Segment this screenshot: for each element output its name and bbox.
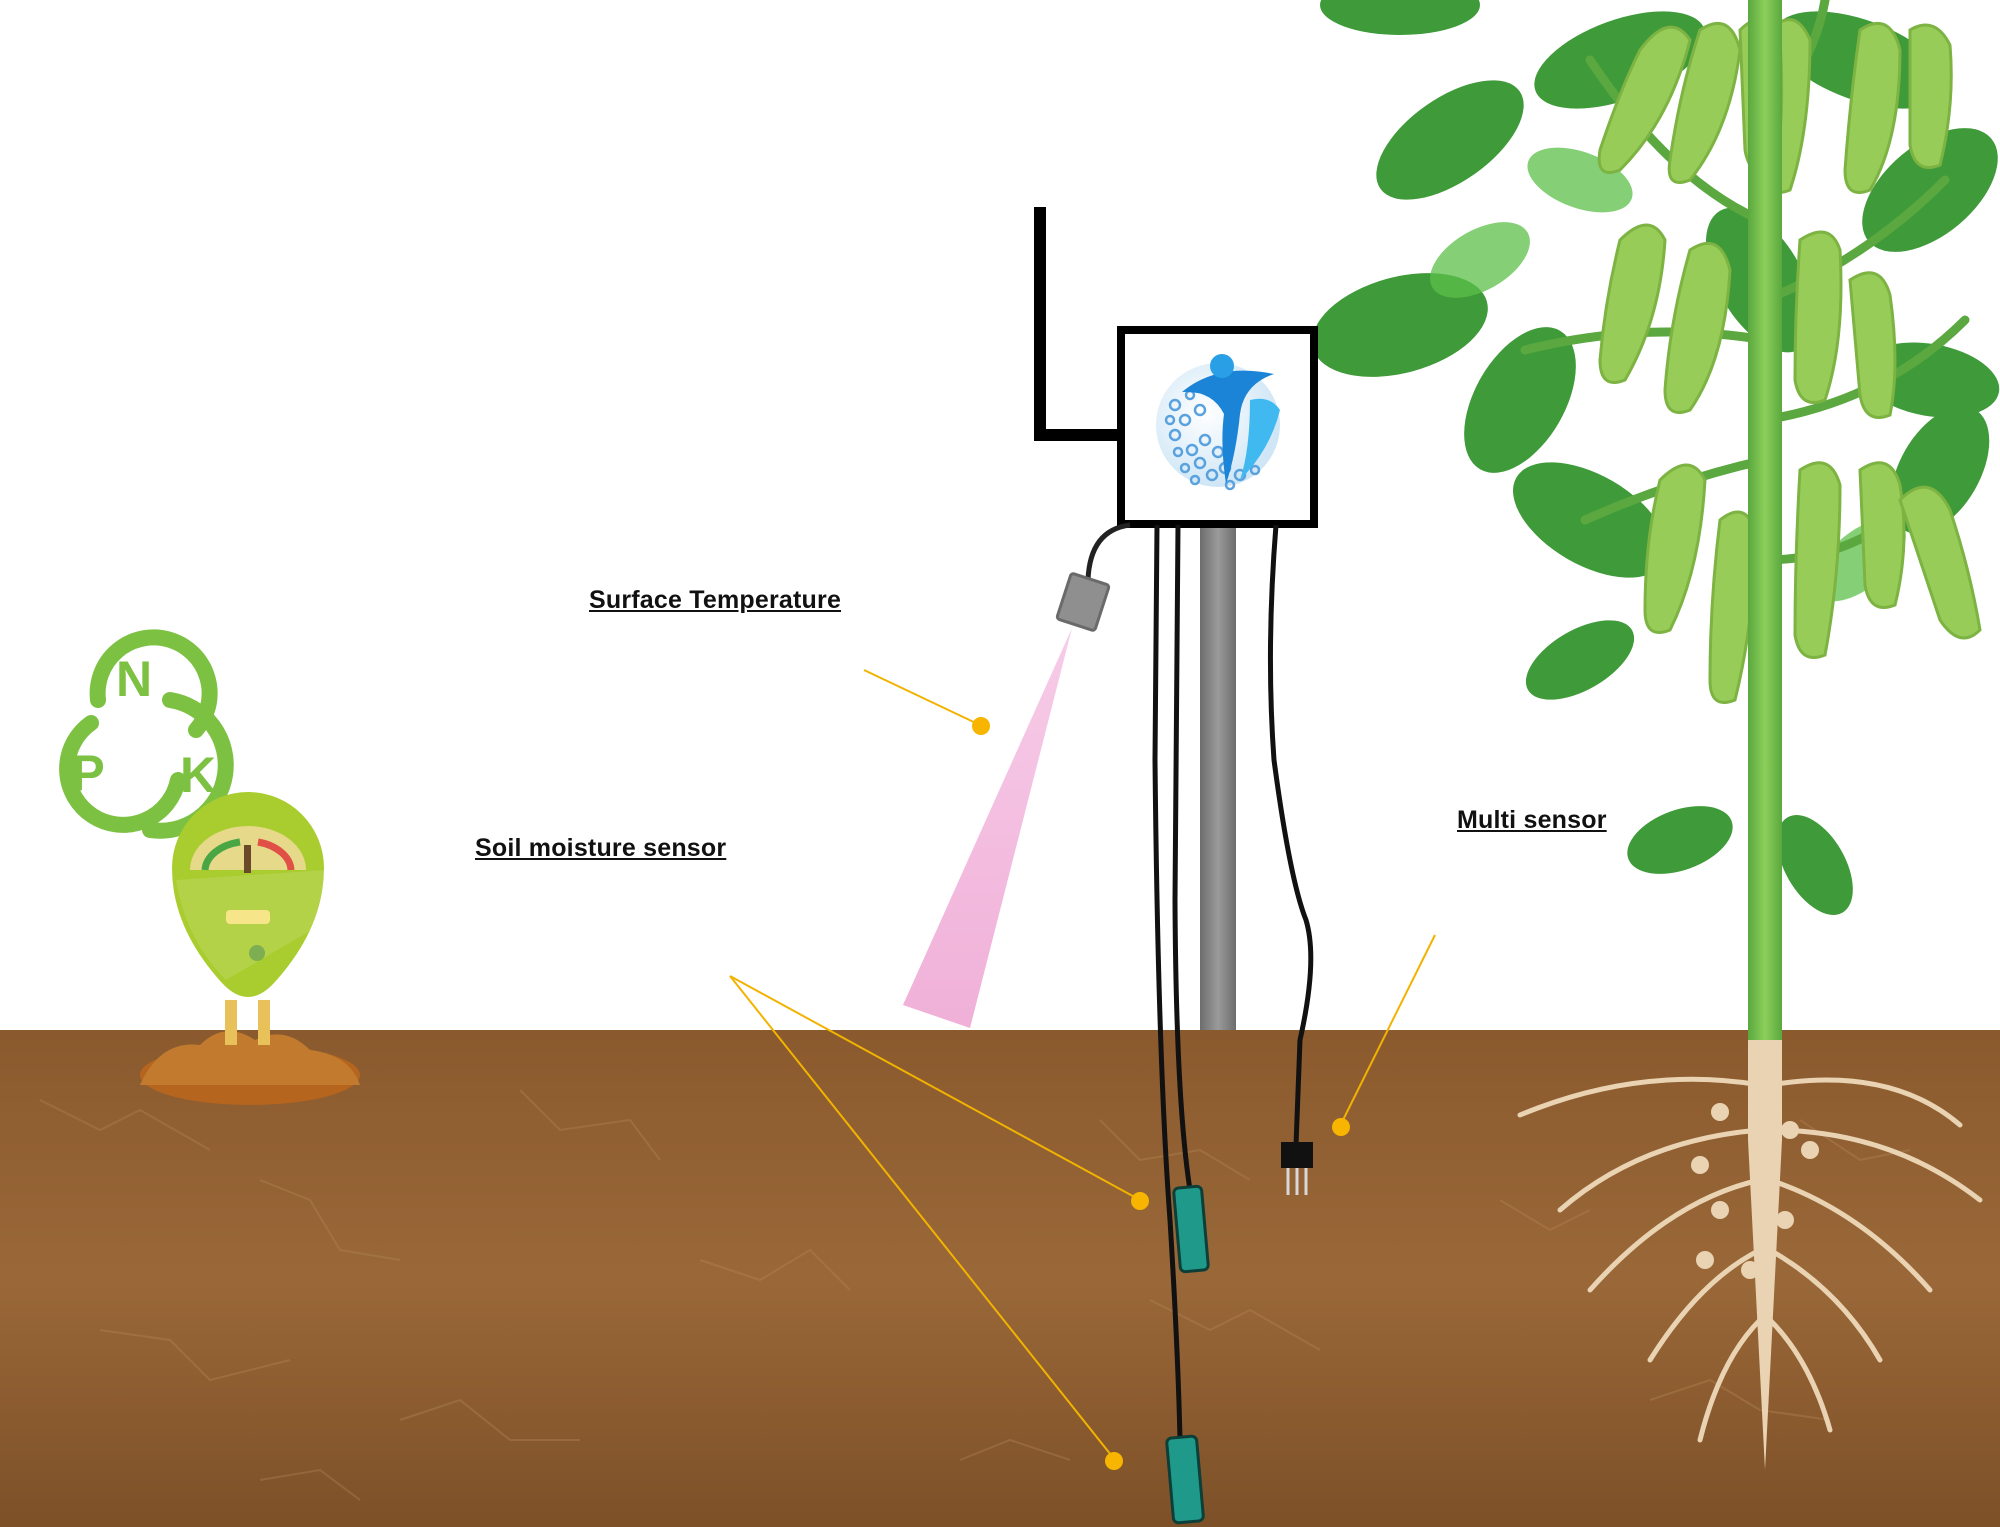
antenna-icon bbox=[1034, 207, 1125, 441]
leader-dot-soil-moisture-2 bbox=[1105, 1452, 1123, 1470]
multi-sensor-cable bbox=[1267, 524, 1314, 1146]
ir-sensor-cable bbox=[1085, 522, 1131, 581]
leader-dot-soil-moisture-1 bbox=[1131, 1192, 1149, 1210]
npk-letter-n: N bbox=[116, 651, 152, 707]
leader-line-surface-temperature bbox=[863, 669, 981, 726]
company-logo-icon bbox=[1156, 354, 1280, 491]
infrared-beam bbox=[903, 628, 1072, 1028]
npk-letter-p: P bbox=[71, 745, 104, 801]
multi-sensor-label: Multi sensor bbox=[1457, 806, 1607, 834]
mounting-pole bbox=[1200, 525, 1236, 1030]
leader-line-soil-moisture-2 bbox=[729, 975, 1116, 1461]
soil-ground bbox=[0, 1030, 2000, 1527]
soybean-plant-icon bbox=[1312, 0, 2000, 1470]
soil-moisture-probe-icon bbox=[1165, 1434, 1205, 1525]
soil-moisture-sensor-label: Soil moisture sensor bbox=[475, 834, 727, 862]
leader-lines bbox=[729, 669, 1436, 1461]
soil-moisture-cable-1 bbox=[1152, 524, 1183, 1441]
soil-moisture-cable-2 bbox=[1172, 524, 1193, 1191]
npk-logo-icon bbox=[59, 629, 234, 839]
multi-sensor-connector-icon bbox=[1281, 1142, 1313, 1195]
leader-line-multi-sensor bbox=[1339, 934, 1436, 1127]
soil-meter-icon bbox=[140, 792, 360, 1105]
npk-letter-k: K bbox=[180, 747, 216, 803]
leader-dot-surface-temperature bbox=[972, 717, 990, 735]
leader-dot-multi-sensor bbox=[1332, 1118, 1350, 1136]
infrared-temperature-sensor-icon bbox=[1055, 572, 1111, 632]
leader-line-soil-moisture-1 bbox=[729, 975, 1141, 1201]
soil-moisture-probe-icon bbox=[1172, 1184, 1210, 1274]
surface-temperature-label: Surface Temperature bbox=[589, 586, 842, 614]
